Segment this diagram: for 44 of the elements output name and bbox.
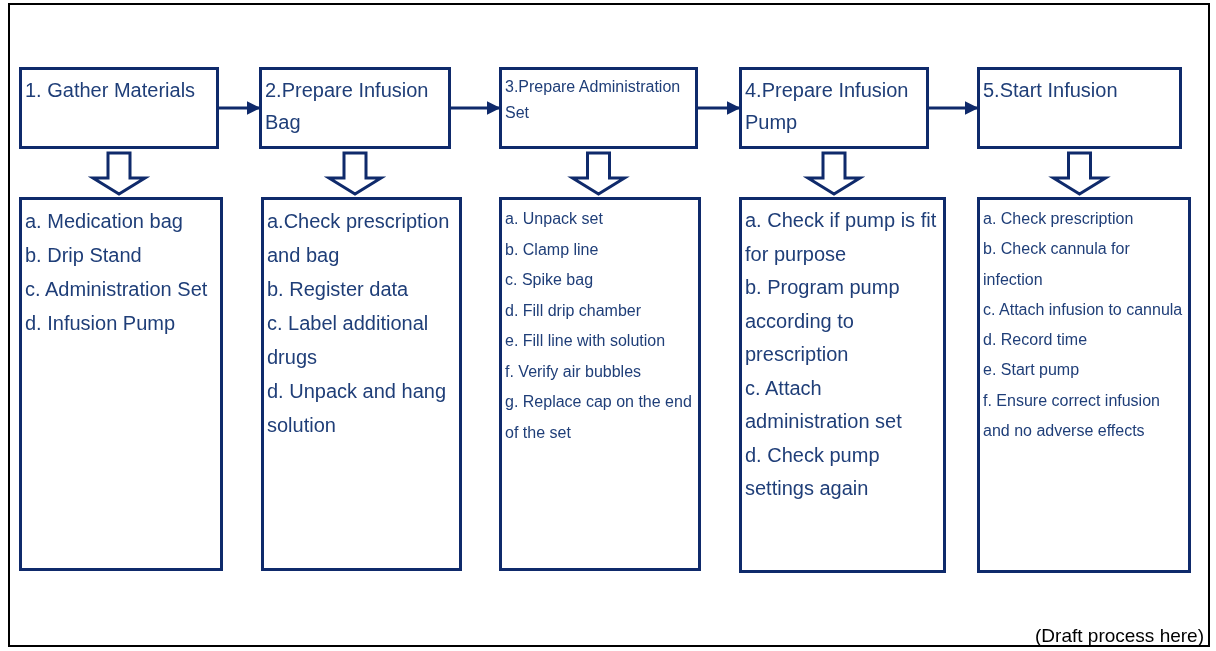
hollow-arrow	[1048, 151, 1111, 196]
task-item: d. Fill drip chamber	[505, 300, 643, 321]
step-title: 2.Prepare Infusion Bag	[265, 78, 430, 135]
step-title: 1. Gather Materials	[25, 78, 197, 103]
task-item: f. Ensure correct infusion and no adverse effects	[983, 390, 1161, 442]
step-title: 3.Prepare Administration Set	[505, 77, 682, 123]
task-item: c. Spike bag	[505, 270, 595, 290]
step-box	[739, 67, 929, 149]
hollow-arrow	[567, 151, 630, 196]
task-list-box	[977, 197, 1191, 573]
step-box	[977, 67, 1182, 149]
note-text: (Draft process here)	[1035, 625, 1204, 647]
task-item: d. Check pump settings again	[745, 442, 881, 501]
hollow-arrow	[802, 151, 866, 196]
task-item: c. Administration Set	[25, 277, 209, 302]
task-list-box	[739, 197, 946, 573]
task-item: d. Infusion Pump	[25, 311, 177, 336]
task-item: g. Replace cap on the end of the set	[505, 392, 693, 443]
step-title: 5.Start Infusion	[983, 78, 1119, 103]
task-list-box	[19, 197, 223, 571]
task-list-box	[261, 197, 462, 571]
step-box	[499, 67, 698, 149]
task-item: a. Check prescription	[983, 209, 1135, 229]
task-item: f. Verify air bubbles	[505, 361, 643, 382]
task-item: a. Unpack set	[505, 209, 604, 229]
arrow	[219, 101, 261, 115]
step-box	[259, 67, 451, 149]
task-item: c. Attach infusion to cannula	[983, 299, 1184, 320]
arrow	[929, 101, 979, 115]
arrow	[451, 101, 501, 115]
hollow-arrow	[87, 151, 151, 196]
arrow	[698, 101, 741, 115]
task-item: b. Register data	[267, 277, 410, 302]
task-item: d. Unpack and hang solution	[267, 379, 448, 438]
task-item: b. Drip Stand	[25, 243, 143, 268]
task-item: a. Medication bag	[25, 209, 184, 234]
task-item: e. Start pump	[983, 360, 1081, 381]
task-list-box	[499, 197, 701, 571]
step-box	[19, 67, 219, 149]
task-item: e. Fill line with solution	[505, 331, 667, 351]
step-title: 4.Prepare Infusion Pump	[745, 78, 910, 135]
task-item: b. Clamp line	[505, 239, 600, 260]
task-item: d. Record time	[983, 330, 1089, 351]
hollow-arrow	[323, 151, 387, 196]
